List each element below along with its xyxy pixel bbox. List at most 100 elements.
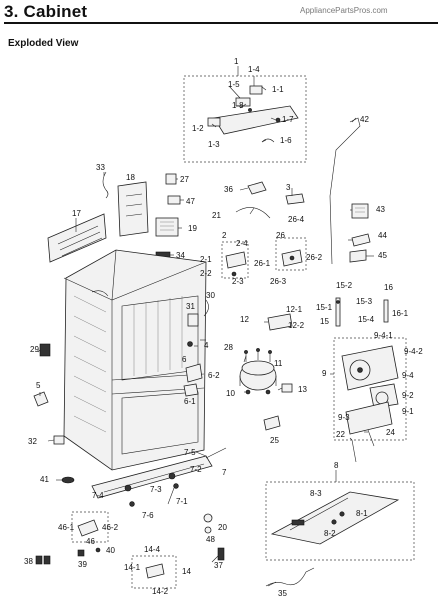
label-9-1: 9-1: [402, 407, 414, 416]
label-16: 16: [384, 283, 393, 292]
label-38: 38: [24, 557, 33, 566]
part-24-pin: [367, 429, 375, 447]
part-41-foot: [61, 476, 75, 484]
label-39: 39: [78, 560, 87, 569]
part-37-bracket: [217, 547, 225, 561]
part-38-block: [35, 555, 43, 565]
label-2-4: 2-4: [236, 239, 248, 248]
part-13-relay: [281, 383, 293, 393]
label-1-3: 1-3: [208, 140, 220, 149]
label-27: 27: [180, 175, 189, 184]
part-7-6-screw: [129, 501, 135, 507]
label-29: 29: [30, 345, 39, 354]
label-1-1: 1-1: [272, 85, 284, 94]
label-14-4: 14-4: [144, 545, 161, 554]
label-35: 35: [278, 589, 287, 598]
label-26-4: 26-4: [288, 215, 305, 224]
part-21-wire: [235, 207, 271, 219]
label-15-3: 15-3: [356, 297, 373, 306]
part-1-assembly: [207, 85, 299, 143]
label-17: 17: [72, 209, 81, 218]
label-5: 5: [36, 381, 41, 390]
part-9-fan-assembly: [341, 345, 399, 435]
label-4: 4: [204, 341, 209, 350]
callout-labels: 1 1-4 1-5 1-1 1-8 1-7 1-2 1-6 1-3 42 33 …: [24, 57, 423, 598]
label-18: 18: [126, 173, 135, 182]
label-25: 25: [270, 436, 279, 445]
label-12: 12: [240, 315, 249, 324]
part-43-box: [351, 203, 369, 219]
group-box-26: [275, 237, 307, 271]
part-30-wire: [203, 299, 209, 317]
label-9-4: 9-4: [402, 371, 414, 380]
label-14-1: 14-1: [124, 563, 141, 572]
label-26: 26: [276, 231, 285, 240]
label-45: 45: [378, 251, 387, 260]
section-title: Exploded View: [8, 38, 79, 49]
label-1: 1: [234, 57, 239, 66]
label-6: 6: [182, 355, 187, 364]
title-rule: [4, 22, 438, 24]
label-22: 22: [336, 430, 345, 439]
label-31: 31: [186, 302, 195, 311]
label-12-2: 12-2: [288, 321, 305, 330]
part-3-bracket: [285, 193, 305, 205]
part-40-screw: [95, 547, 101, 553]
label-9-4-2: 9-4-2: [404, 347, 423, 356]
label-11: 11: [274, 359, 283, 368]
part-4-screw: [187, 341, 193, 347]
label-47: 47: [186, 197, 195, 206]
label-7-6: 7-6: [142, 511, 154, 520]
label-7-4: 7-4: [92, 491, 104, 500]
group-box-2: [221, 241, 249, 279]
part-45-bracket: [349, 249, 367, 263]
part-35-wire: [265, 567, 315, 587]
label-1-4: 1-4: [248, 65, 260, 74]
label-12-1: 12-1: [286, 305, 303, 314]
part-6-bracket: [185, 363, 203, 383]
label-28: 28: [224, 343, 233, 352]
label-46-1: 46-1: [58, 523, 75, 532]
label-21: 21: [212, 211, 221, 220]
label-15-2: 15-2: [336, 281, 353, 290]
label-9-4-1: 9-4-1: [374, 331, 393, 340]
label-34: 34: [176, 251, 185, 260]
label-2: 2: [222, 231, 227, 240]
cabinet-body: [63, 249, 207, 471]
label-44: 44: [378, 231, 387, 240]
label-26-2: 26-2: [306, 253, 323, 262]
label-46: 46: [86, 537, 95, 546]
label-7-2: 7-2: [190, 465, 202, 474]
label-26-1: 26-1: [254, 259, 271, 268]
label-33: 33: [96, 163, 105, 172]
label-2-2: 2-2: [200, 269, 212, 278]
label-15: 15: [320, 317, 329, 326]
label-1-6: 1-6: [280, 136, 292, 145]
group-box-8: [265, 481, 415, 561]
label-9: 9: [322, 369, 327, 378]
part-20-roller: [203, 513, 213, 523]
label-15-1: 15-1: [316, 303, 333, 312]
label-8-2: 8-2: [324, 529, 336, 538]
label-8-1: 8-1: [356, 509, 368, 518]
label-10: 10: [226, 389, 235, 398]
part-6-1-bracket: [183, 383, 199, 397]
label-37: 37: [214, 561, 223, 570]
part-7-1-screw: [173, 483, 179, 489]
part-26-assembly: [281, 249, 303, 267]
label-3: 3: [286, 183, 291, 192]
part-29-block: [39, 343, 51, 357]
label-42: 42: [360, 115, 369, 124]
part-38-block-b: [43, 555, 51, 565]
part-8-2-screw: [331, 519, 337, 525]
label-1-8: 1-8: [232, 101, 244, 110]
label-14: 14: [182, 567, 191, 576]
part-33-wire: [102, 171, 109, 199]
group-box-14: [131, 555, 177, 589]
label-2-3: 2-3: [232, 277, 244, 286]
part-48-roller: [204, 526, 212, 534]
part-5-bracket: [33, 391, 49, 407]
label-14-2: 14-2: [152, 587, 169, 596]
page-title: 3. Cabinet: [4, 2, 88, 21]
